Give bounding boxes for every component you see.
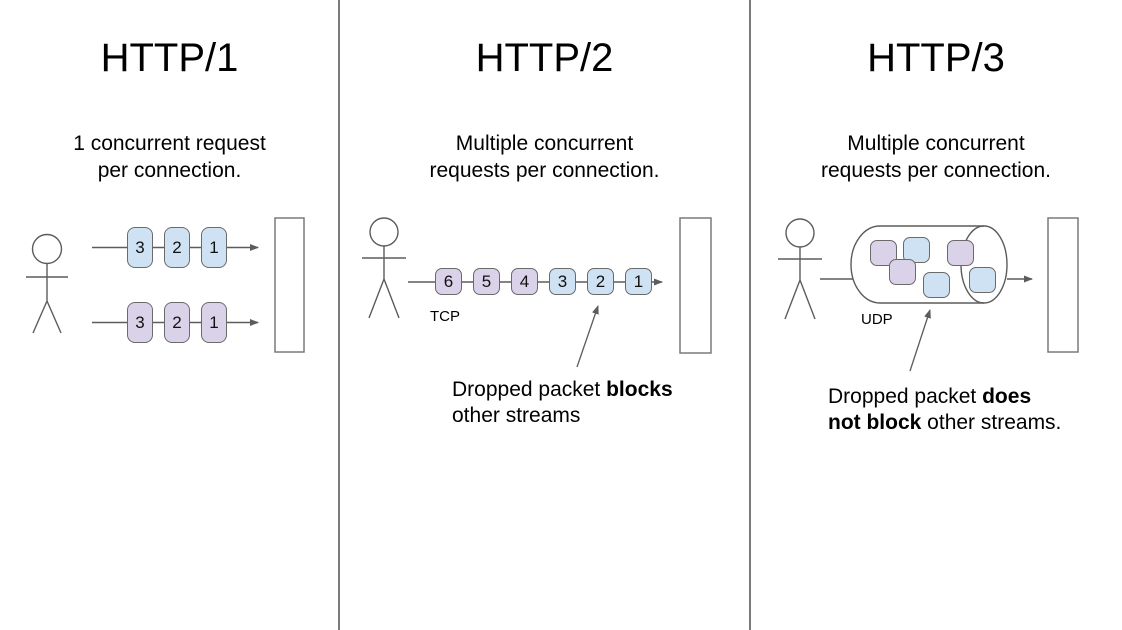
- http2-annotation: Dropped packet blocks other streams: [452, 377, 673, 429]
- http2-packet: 6: [435, 268, 462, 295]
- annotation-text-bold: not block: [828, 411, 922, 434]
- http3-description-line1: Multiple concurrent: [847, 132, 1025, 155]
- annotation-text-bold: blocks: [606, 378, 673, 401]
- annotation-text: other streams.: [921, 411, 1062, 434]
- http1-title: HTTP/1: [100, 36, 239, 80]
- http3-protocol-label: UDP: [861, 311, 893, 328]
- http2-packet: 1: [625, 268, 652, 295]
- http2-description: Multiple concurrent requests per connect…: [339, 130, 750, 184]
- http3-annotation-line1: Dropped packet does: [828, 384, 1061, 410]
- http3-packet: [923, 272, 950, 298]
- http3-packet: [947, 240, 974, 266]
- http1-packet: 2: [164, 227, 190, 268]
- http3-client-figure: [778, 218, 822, 320]
- http1-description-line2: per connection.: [97, 159, 242, 182]
- http3-packet: [889, 259, 916, 285]
- http2-annotation-line1: Dropped packet blocks: [452, 377, 673, 403]
- http3-description-line2: requests per connection.: [821, 159, 1051, 182]
- annotation-text: Dropped packet: [828, 385, 983, 408]
- http2-packet: 3: [549, 268, 576, 295]
- http1-packet: 3: [127, 302, 153, 343]
- http2-packet: 5: [473, 268, 500, 295]
- http1-client-figure: [26, 233, 68, 334]
- http1-description-line1: 1 concurrent request: [73, 132, 266, 155]
- annotation-text-bold: does: [982, 385, 1032, 408]
- http2-server-rect: [679, 217, 712, 354]
- http1-description: 1 concurrent request per connection.: [0, 130, 339, 184]
- http1-packet: 1: [201, 227, 227, 268]
- http2-annotation-line2: other streams: [452, 403, 673, 429]
- http3-annotation: Dropped packet does not block other stre…: [828, 384, 1061, 436]
- http3-title: HTTP/3: [867, 36, 1005, 80]
- annotation-text: other streams: [452, 404, 581, 427]
- annotation-text: Dropped packet: [452, 378, 607, 401]
- http2-protocol-label: TCP: [430, 308, 460, 325]
- http2-client-figure: [362, 217, 406, 319]
- http1-packet: 2: [164, 302, 190, 343]
- http2-packet: 2: [587, 268, 614, 295]
- http2-description-line1: Multiple concurrent: [455, 132, 634, 155]
- http1-packet: 1: [201, 302, 227, 343]
- column-divider-1: [338, 0, 340, 630]
- http3-packet: [903, 237, 930, 263]
- http3-annotation-line2: not block other streams.: [828, 410, 1061, 436]
- http3-description: Multiple concurrent requests per connect…: [750, 130, 1122, 184]
- http3-server-rect: [1047, 217, 1079, 353]
- http2-title: HTTP/2: [475, 36, 614, 80]
- http3-packet: [969, 267, 996, 293]
- http2-packet: 4: [511, 268, 538, 295]
- http3-dropped-packet-arrow: [909, 309, 931, 372]
- http2-dropped-packet-arrow: [576, 305, 599, 368]
- column-divider-2: [749, 0, 751, 630]
- http1-packet: 3: [127, 227, 153, 268]
- http1-server-rect: [274, 217, 305, 353]
- http2-description-line2: requests per connection.: [429, 159, 660, 182]
